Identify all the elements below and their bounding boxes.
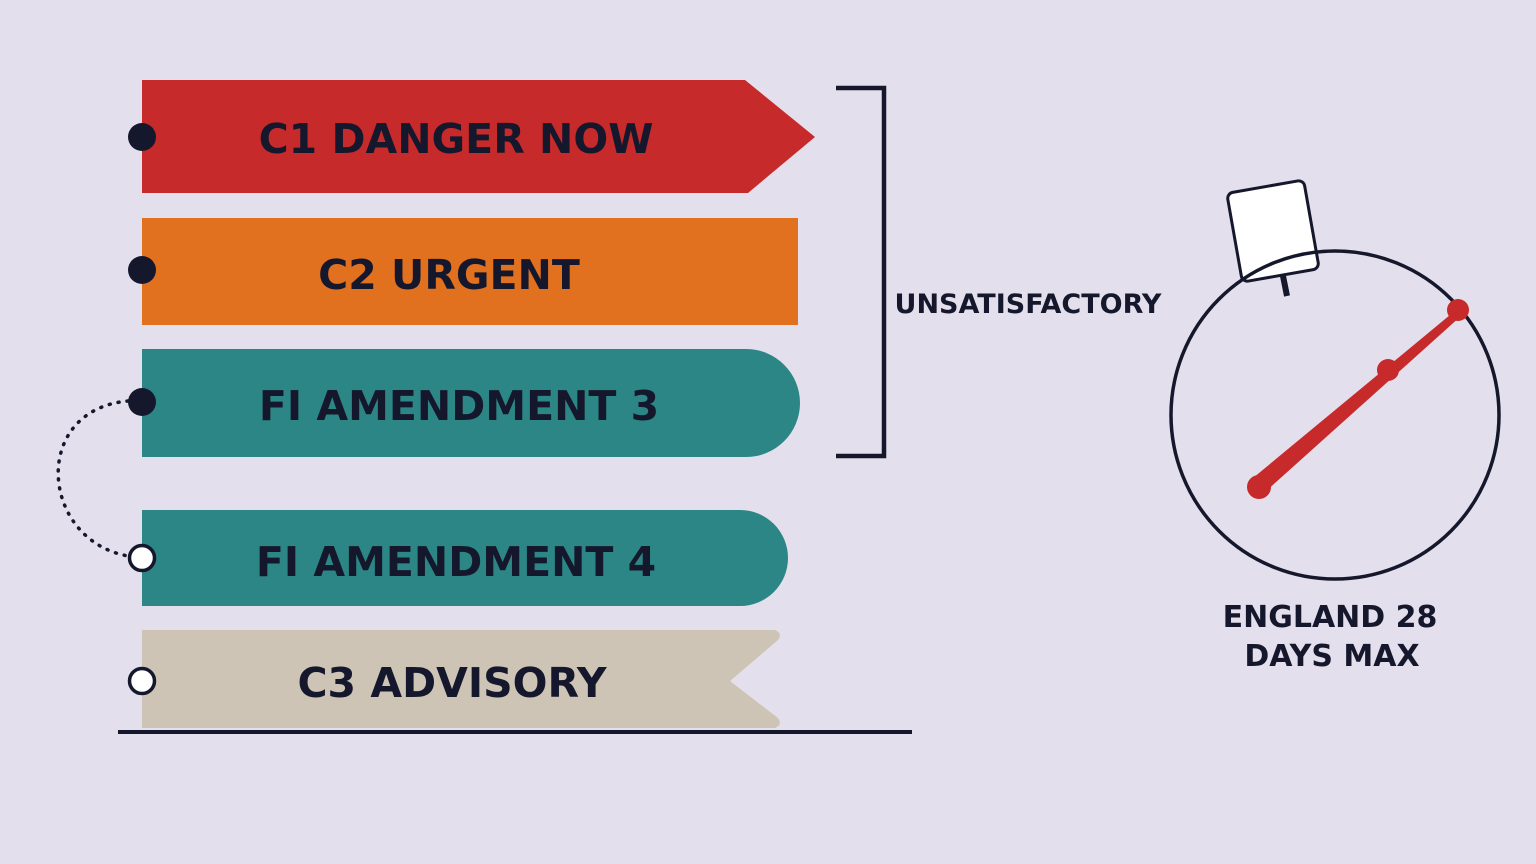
c3-label: C3 ADVISORY <box>297 659 607 707</box>
unsatisfactory-bracket: UNSATISFACTORY <box>836 85 1162 459</box>
stopwatch-dial <box>1169 249 1501 581</box>
fi3-bar <box>142 349 800 457</box>
fi4-marker-hollow <box>127 543 157 573</box>
hand-base-dot <box>1247 475 1271 499</box>
fi4-bar <box>142 510 788 606</box>
c3-bar <box>142 630 780 728</box>
fi3-marker-filled <box>128 388 156 416</box>
category-fi-amendment-3: FI AMENDMENT 3 <box>128 349 800 457</box>
c3-marker-hollow <box>127 666 157 696</box>
fi4-label: FI AMENDMENT 4 <box>256 538 656 586</box>
hand-tip-dot <box>1447 299 1469 321</box>
c2-marker-filled <box>128 256 156 284</box>
category-c3: C3 ADVISORY <box>127 630 780 728</box>
stopwatch-hand <box>1253 310 1461 492</box>
unsatisfactory-label: UNSATISFACTORY <box>895 289 1162 320</box>
timer-label-line1: ENGLAND 28 <box>1223 600 1438 635</box>
stopwatch-icon <box>1169 179 1501 581</box>
stopwatch-top-card <box>1226 179 1320 283</box>
hand-mid-dot <box>1377 359 1399 381</box>
c2-bar <box>142 218 798 325</box>
c1-bar <box>142 80 815 193</box>
c1-label: C1 DANGER NOW <box>259 115 654 163</box>
category-fi-amendment-4: FI AMENDMENT 4 <box>127 510 788 606</box>
fi-connector-dotted <box>56 399 130 558</box>
category-c1: C1 DANGER NOW <box>128 80 815 193</box>
fi3-label: FI AMENDMENT 3 <box>259 382 659 430</box>
timer-label: ENGLAND 28 DAYS MAX <box>1223 600 1438 674</box>
stopwatch-stem <box>1280 275 1290 297</box>
category-c2: C2 URGENT <box>128 218 798 325</box>
timer-label-line2: DAYS MAX <box>1244 639 1419 674</box>
bracket-line <box>836 85 887 459</box>
c2-label: C2 URGENT <box>318 251 580 299</box>
c1-marker-filled <box>128 123 156 151</box>
